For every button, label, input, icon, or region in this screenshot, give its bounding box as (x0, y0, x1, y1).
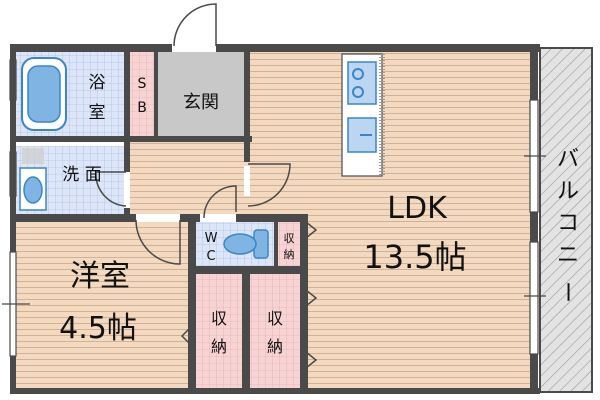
genkan-label: 玄関 (183, 92, 219, 113)
balcony-label-2: ル (557, 179, 579, 204)
storage-small-label-2: 納 (284, 248, 295, 261)
storage-small-label-1: 収 (284, 232, 295, 245)
windows (2, 59, 546, 357)
bathtub-icon (21, 57, 67, 131)
western-floor (16, 222, 188, 388)
storage-b-label-1: 収 (267, 309, 283, 328)
hall-floor (130, 142, 246, 214)
balcony-label-3: コ (557, 211, 579, 236)
balcony-area (539, 47, 593, 393)
balcony-label-1: バ (557, 147, 579, 172)
bath-label-2: 室 (89, 103, 106, 123)
storage-small-floor (278, 222, 302, 266)
storage-a-floor (196, 274, 242, 388)
washbasin-icon (19, 148, 47, 211)
storage-b-floor (250, 274, 300, 388)
bath-label-1: 浴 (89, 73, 106, 93)
storage-a-label-1: 収 (211, 309, 227, 328)
balcony-label-4: ニ (557, 243, 579, 268)
wc-label-2: C (206, 249, 215, 264)
toilet-icon (223, 229, 269, 259)
genkan-floor (158, 52, 244, 136)
sb-floor (130, 52, 154, 136)
senmen-label: 洗 面 (62, 165, 101, 185)
ldk-size-label: 13.5帖 (363, 238, 466, 276)
kitchen-counter (341, 53, 385, 177)
balcony-label-5: ー (554, 281, 579, 303)
ldk-label: LDK (387, 191, 448, 226)
storage-b-label-2: 納 (267, 337, 283, 356)
doors (95, 3, 318, 369)
storage-a-label-2: 納 (211, 337, 227, 356)
western-size-label: 4.5帖 (59, 311, 137, 346)
sb-label-1: S (138, 76, 147, 92)
sb-label-2: B (137, 100, 147, 116)
wc-label-1: W (205, 231, 218, 246)
western-label: 洋室 (70, 259, 130, 294)
